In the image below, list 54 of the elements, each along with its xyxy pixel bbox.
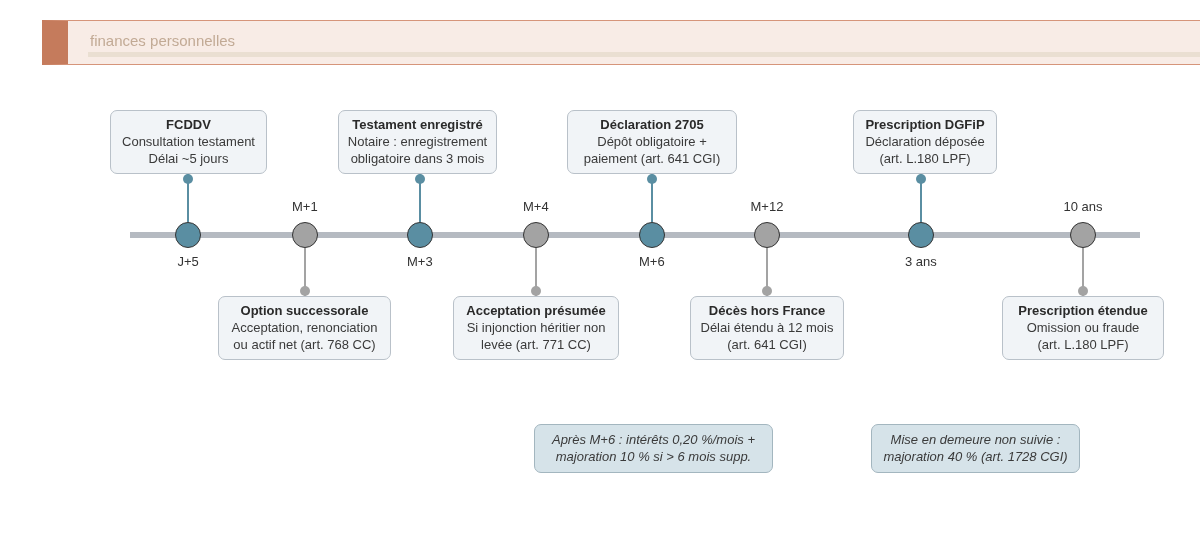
time-label: J+5 (177, 254, 199, 269)
card-title: Acceptation présumée (465, 302, 607, 319)
time-label: M+1 (292, 199, 318, 214)
card-title: Déclaration 2705 (599, 116, 705, 133)
card-title: Testament enregistré (351, 116, 484, 133)
card-text: Notaire : enregistrement obligatoire dans 3 mois (347, 133, 488, 167)
milestone-circle (292, 222, 318, 248)
tagline: finances personnelles (90, 32, 236, 49)
time-label: M+3 (407, 254, 433, 269)
connector-line (300, 247, 310, 297)
card-title: Décès hors France (707, 302, 827, 319)
milestone-circle (754, 222, 780, 248)
time-label: 3 ans (905, 254, 937, 269)
milestone-circle (407, 222, 433, 248)
note-text: Après M+6 : intérêts 0,20 %/mois + majoration 10 % si > 6 mois supp. (550, 431, 756, 465)
connector-line (916, 173, 926, 223)
event-card (218, 296, 391, 360)
card-text: Délai ~5 jours (147, 150, 230, 167)
event-card (567, 110, 737, 174)
card-title: FCDDV (165, 116, 212, 133)
connector-line (647, 173, 657, 223)
note-text: Mise en demeure non suivie : majoration 40 % (art. 1728 CGI) (882, 431, 1069, 465)
event-card (690, 296, 844, 360)
time-label: 10 ans (1063, 199, 1103, 214)
card-text: Acceptation, renonciation ou actif net (art. 768 CC) (230, 319, 379, 353)
note-card (534, 424, 773, 473)
connector-line (183, 173, 193, 223)
event-card (1002, 296, 1164, 360)
event-card (338, 110, 497, 174)
milestone-circle (639, 222, 665, 248)
time-label: M+6 (639, 254, 665, 269)
card-text: Consultation testament (121, 133, 256, 150)
milestone-circle (908, 222, 934, 248)
time-label: M+12 (750, 199, 784, 214)
milestone-circle (523, 222, 549, 248)
card-text: Dépôt obligatoire + paiement (art. 641 CGI) (582, 133, 722, 167)
milestone-circle (1070, 222, 1096, 248)
milestone-circle (175, 222, 201, 248)
time-label: M+4 (523, 199, 549, 214)
event-card (453, 296, 619, 360)
card-text: Déclaration déposée (art. L.180 LPF) (864, 133, 986, 167)
event-card (853, 110, 997, 174)
card-text: Délai étendu à 12 mois (art. 641 CGI) (699, 319, 835, 353)
note-card (871, 424, 1080, 473)
card-title: Option successorale (239, 302, 370, 319)
connector-line (415, 173, 425, 223)
connector-line (762, 247, 772, 297)
card-title: Prescription étendue (1017, 302, 1149, 319)
connector-line (531, 247, 541, 297)
card-title: Prescription DGFiP (864, 116, 986, 133)
event-card (110, 110, 267, 174)
card-text: Si injonction héritier non levée (art. 771 CC) (465, 319, 607, 353)
card-text: Omission ou fraude (art. L.180 LPF) (1025, 319, 1141, 353)
connector-line (1078, 247, 1088, 297)
